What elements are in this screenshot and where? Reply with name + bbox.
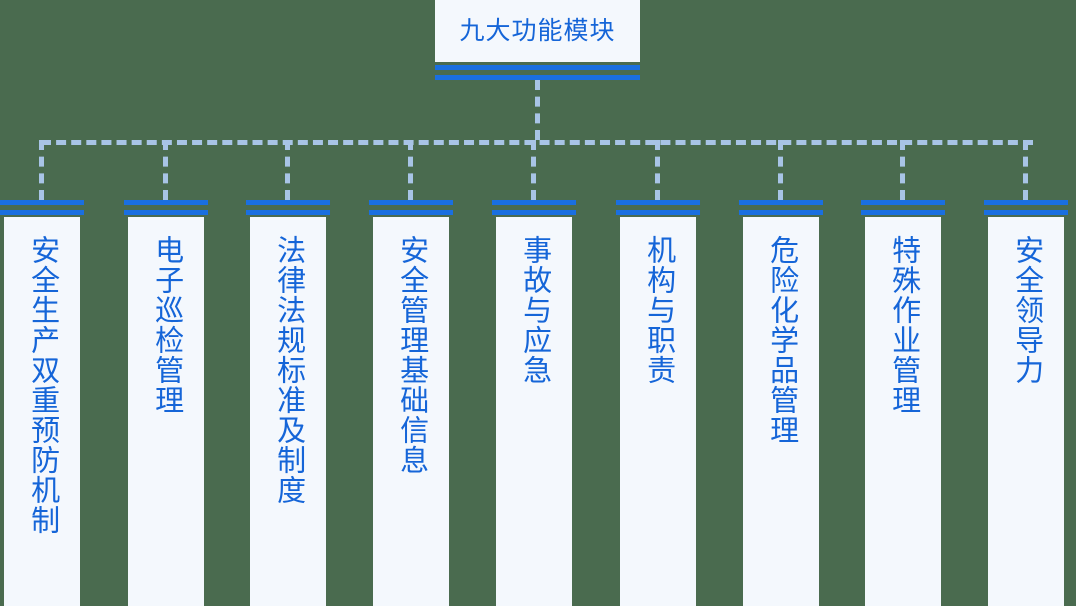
leaf-accent-bar-top-3 [246,200,330,205]
connector-stub-4 [408,140,413,200]
leaf-accent-bar-top-8 [861,200,945,205]
leaf-accent-bar-bottom-4 [369,210,453,215]
leaf-label-7: 危险化学品管理 [765,235,798,445]
leaf-label-1: 安全生产双重预防机制 [26,235,59,535]
connector-stub-3 [285,140,290,200]
leaf-label-5: 事故与应急 [518,235,551,385]
root-accent-bar-bottom [435,75,640,80]
root-node-box: 九大功能模块 [435,0,640,62]
leaf-accent-bar-bottom-6 [616,210,700,215]
leaf-accent-bar-bottom-9 [984,210,1068,215]
leaf-box-8: 特殊作业管理 [865,217,941,606]
connector-stub-5 [531,140,536,200]
leaf-accent-bar-top-1 [0,200,84,205]
leaf-box-7: 危险化学品管理 [743,217,819,606]
root-node[interactable]: 九大功能模块 [435,0,640,80]
leaf-accent-bar-bottom-1 [0,210,84,215]
leaf-accent-bar-top-2 [124,200,208,205]
leaf-label-2: 电子巡检管理 [150,235,183,415]
leaf-accent-bar-top-7 [739,200,823,205]
leaf-accent-bar-bottom-2 [124,210,208,215]
leaf-accent-bar-top-4 [369,200,453,205]
leaf-box-4: 安全管理基础信息 [373,217,449,606]
root-node-label: 九大功能模块 [459,16,616,45]
leaf-box-3: 法律法规标准及制度 [250,217,326,606]
connector-stub-1 [39,140,44,200]
connector-stub-6 [655,140,660,200]
leaf-accent-bar-bottom-3 [246,210,330,215]
leaf-accent-bar-bottom-5 [492,210,576,215]
leaf-accent-bar-top-6 [616,200,700,205]
leaf-label-9: 安全领导力 [1010,235,1043,385]
leaf-label-4: 安全管理基础信息 [395,235,428,475]
leaf-label-6: 机构与职责 [642,235,675,385]
leaf-label-8: 特殊作业管理 [887,235,920,415]
root-accent-bar-top [435,65,640,70]
leaf-box-1: 安全生产双重预防机制 [4,217,80,606]
leaf-box-6: 机构与职责 [620,217,696,606]
connector-trunk-vertical [535,80,540,140]
leaf-label-3: 法律法规标准及制度 [272,235,305,505]
connector-stub-2 [163,140,168,200]
connector-bus-horizontal [41,140,1033,145]
leaf-box-9: 安全领导力 [988,217,1064,606]
connector-stub-8 [900,140,905,200]
leaf-box-2: 电子巡检管理 [128,217,204,606]
leaf-accent-bar-top-9 [984,200,1068,205]
leaf-box-5: 事故与应急 [496,217,572,606]
leaf-accent-bar-bottom-8 [861,210,945,215]
connector-stub-9 [1023,140,1028,200]
leaf-accent-bar-bottom-7 [739,210,823,215]
leaf-accent-bar-top-5 [492,200,576,205]
connector-stub-7 [778,140,783,200]
